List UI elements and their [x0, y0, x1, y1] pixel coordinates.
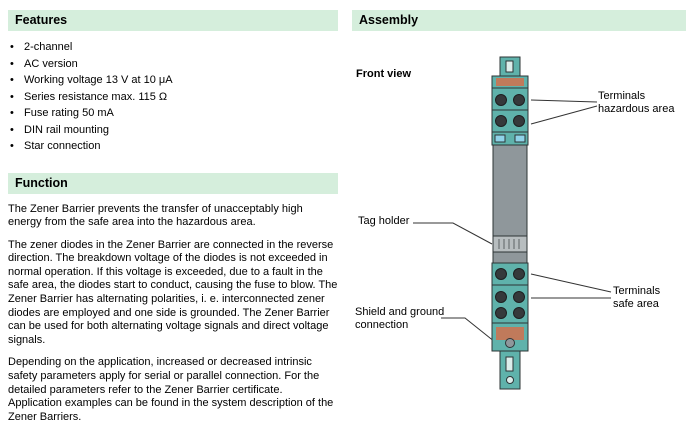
feature-item: • 2-channel: [10, 39, 336, 56]
feature-text: DIN rail mounting: [24, 123, 109, 136]
feature-text: AC version: [24, 57, 78, 70]
tag-holder: [492, 235, 528, 253]
callout-shield-ground: Shield and ground connection: [355, 306, 445, 331]
top-cap: [491, 75, 529, 89]
right-column: Assembly: [352, 10, 686, 31]
assembly-header: Assembly: [352, 10, 686, 31]
features-header: Features: [8, 10, 338, 31]
top-mounting-tab: [499, 56, 521, 77]
feature-text: Star connection: [24, 140, 101, 152]
bullet-icon: •: [10, 41, 14, 53]
feature-item: • AC version: [10, 56, 336, 73]
feature-item: • Fuse rating 50 mA: [10, 105, 336, 122]
feature-text: Working voltage 13 V at 10 μA: [24, 74, 173, 86]
bullet-icon: •: [10, 74, 14, 86]
feature-item: • Series resistance max. 115 Ω: [10, 89, 336, 106]
bottom-hole: [506, 376, 514, 384]
ground-screw: [505, 338, 515, 348]
callout-line-shield-ground: [441, 317, 496, 343]
bottom-slot-hole: [505, 356, 514, 372]
callout-line-hazardous-1: [530, 99, 598, 103]
bottom-cap: [491, 322, 529, 352]
features-list: • 2-channel • AC version • Working voltage …: [10, 39, 336, 155]
function-paragraph: The zener diodes in the Zener Barrier ar…: [8, 238, 338, 346]
feature-item: • Working voltage 13 V at 10 μA: [10, 72, 336, 89]
function-header: Function: [8, 172, 338, 194]
callout-line-safe-1: [530, 273, 612, 293]
callout-lines: [413, 99, 612, 343]
top-slot-hole: [505, 60, 514, 73]
bullet-icon: •: [10, 57, 14, 70]
callout-terminals-hazardous: Terminals hazardous area: [598, 90, 675, 115]
callout-line-tag-holder: [413, 222, 493, 245]
terminals-safe-screws: [495, 268, 525, 319]
bottom-mounting-tab: [499, 350, 521, 390]
bullet-icon: •: [10, 123, 14, 136]
bullet-icon: •: [10, 107, 14, 119]
device-diagram: [413, 56, 612, 390]
callout-terminals-safe: Terminals safe area: [613, 285, 661, 310]
callout-line-hazardous-2: [530, 105, 598, 125]
feature-text: 2-channel: [24, 41, 73, 53]
bullet-icon: •: [10, 140, 14, 152]
left-column: Features • 2-channel • AC version • Working…: [8, 10, 338, 424]
feature-item: • DIN rail mounting: [10, 122, 336, 139]
bullet-icon: •: [10, 90, 14, 103]
callout-tag-holder: Tag holder: [358, 215, 410, 227]
function-paragraph: The Zener Barrier prevents the transfer …: [8, 202, 303, 229]
terminals-hazardous-screws: [495, 94, 525, 127]
front-view-label: Front view: [356, 68, 412, 80]
feature-text: Fuse rating 50 mA: [24, 107, 114, 119]
feature-text: Series resistance max. 115 Ω: [24, 90, 168, 103]
led-indicators: [494, 134, 526, 143]
function-paragraph: Depending on the application, increased …: [8, 356, 334, 423]
feature-item: • Star connection: [10, 138, 336, 155]
